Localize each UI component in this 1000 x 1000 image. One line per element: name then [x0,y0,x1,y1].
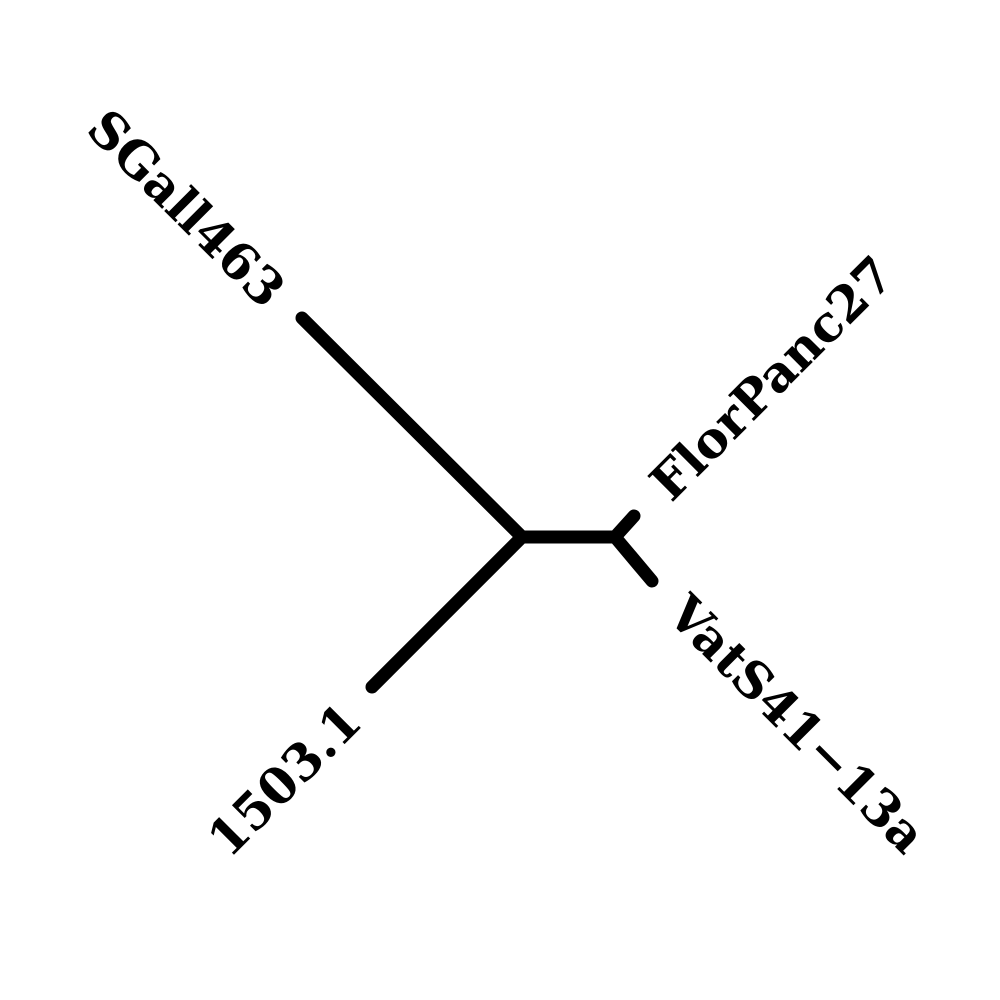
branch-sgall463 [295,311,529,544]
tip-label-1503-1: 1503.1 [196,691,373,868]
tip-label-sgall463: SGall463 [76,98,297,319]
tip-label-vats41-13a: VatS41−13a [655,582,937,864]
branch-vats41-13a [608,530,659,588]
tip-labels: SGall463 FlorPanc27 VatS41−13a 1503.1 [76,98,938,868]
branch-1503-1 [365,530,529,694]
tip-label-florpanc27: FlorPanc27 [638,244,905,511]
tree-branches [295,311,659,694]
